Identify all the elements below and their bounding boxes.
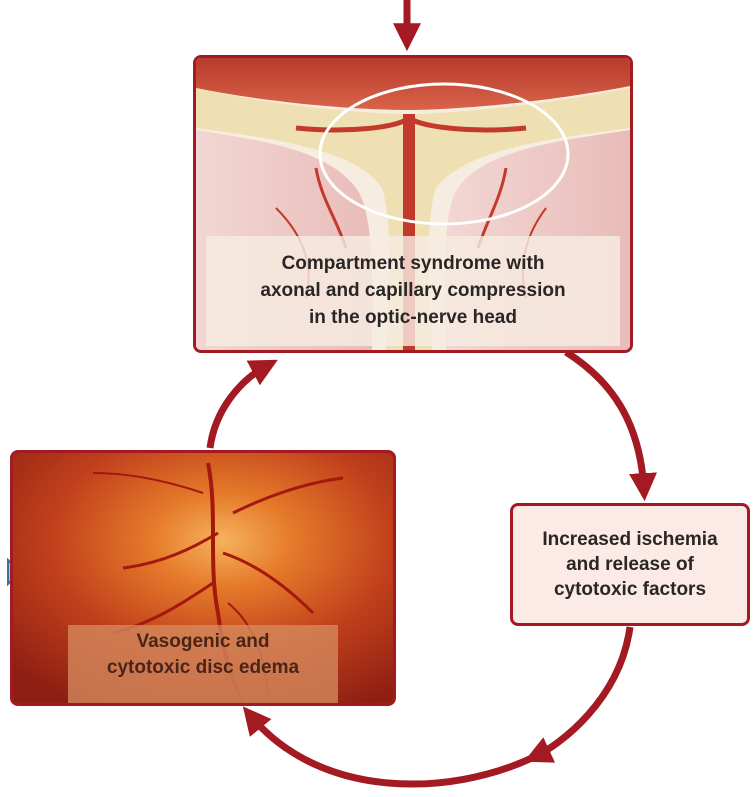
disc-edema-caption: Vasogenic and cytotoxic disc edema [68, 625, 338, 706]
disc-edema-panel: Vasogenic and cytotoxic disc edema [10, 450, 396, 706]
arrow-bottom-to-left [250, 715, 534, 784]
ischemia-box: Increased ischemia and release of cytoto… [510, 503, 750, 626]
arrow-right-to-bottom [534, 627, 630, 757]
compartment-syndrome-caption: Compartment syndrome with axonal and cap… [196, 250, 630, 331]
optic-nerve-head-panel: Compartment syndrome with axonal and cap… [193, 55, 633, 353]
ischemia-label: Increased ischemia and release of cytoto… [542, 527, 717, 602]
arrow-left-to-top [210, 365, 268, 448]
arrow-top-to-right [566, 352, 644, 490]
